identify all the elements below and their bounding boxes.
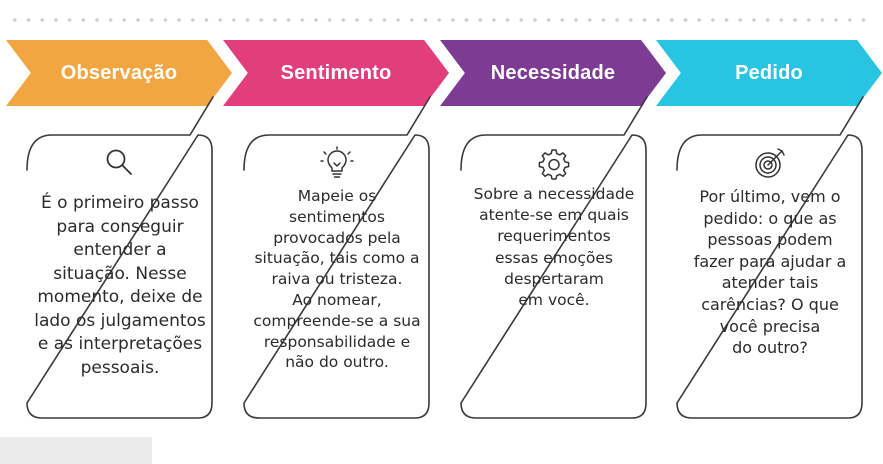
lightbulb-icon bbox=[320, 146, 354, 178]
card-text-observacao: É o primeiro passo para conseguir entend… bbox=[34, 193, 206, 378]
card-observacao: É o primeiro passo para conseguir entend… bbox=[28, 138, 212, 418]
card-sentimento: Mapeie os sentimentos provocados pela si… bbox=[245, 138, 429, 418]
step-title-observacao: Observação bbox=[60, 61, 178, 84]
target-icon bbox=[755, 148, 785, 178]
card-pedido: Por último, vem o pedido: o que as pesso… bbox=[678, 138, 862, 418]
step-banner-sentimento: Sentimento bbox=[223, 40, 449, 106]
magnifier-icon bbox=[106, 149, 132, 175]
card-frame-pedido bbox=[676, 96, 864, 419]
gear-icon bbox=[538, 149, 570, 180]
step-title-necessidade: Necessidade bbox=[490, 61, 616, 84]
card-text-necessidade: Sobre a necessidade atente-se em quais r… bbox=[473, 185, 635, 310]
card-text-sentimento: Mapeie os sentimentos provocados pela si… bbox=[253, 187, 421, 372]
step-banner-necessidade: Necessidade bbox=[440, 40, 666, 106]
card-text-pedido: Por último, vem o pedido: o que as pesso… bbox=[693, 187, 847, 358]
step-title-pedido: Pedido bbox=[735, 61, 803, 84]
step-title-sentimento: Sentimento bbox=[280, 61, 392, 84]
dotted-divider bbox=[8, 16, 874, 24]
card-frame-observacao bbox=[26, 96, 214, 419]
card-necessidade: Sobre a necessidade atente-se em quais r… bbox=[462, 138, 646, 418]
card-frame-sentimento bbox=[243, 96, 431, 419]
step-banner-pedido: Pedido bbox=[656, 40, 882, 106]
footer-gray-block bbox=[0, 437, 152, 464]
card-frame-necessidade bbox=[460, 96, 648, 419]
step-banner-observacao: Observação bbox=[6, 40, 232, 106]
